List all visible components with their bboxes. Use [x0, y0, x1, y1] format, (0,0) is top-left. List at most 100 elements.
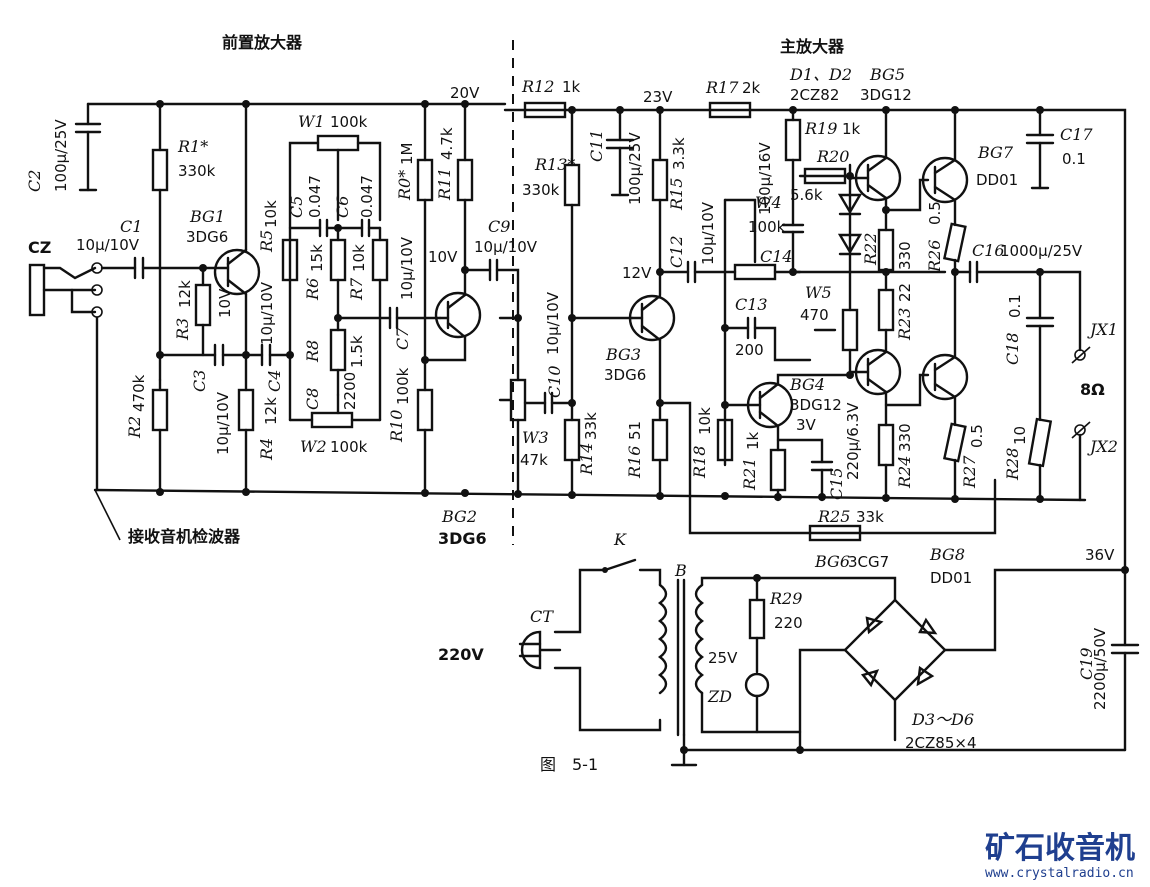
label-k: K — [613, 530, 627, 549]
label-r22-val: 330 — [896, 241, 914, 270]
label-c15-val: 220μ/6.3V — [844, 402, 862, 480]
label-b: B — [674, 561, 687, 580]
label-c2-val: 100μ/25V — [52, 119, 70, 192]
label-c12-ref: C12 — [667, 235, 686, 268]
label-c15-ref: C15 — [827, 467, 846, 500]
label-speaker: 8Ω — [1080, 380, 1105, 399]
input-jack-cz — [28, 262, 137, 541]
label-r4-val: 12k — [262, 397, 280, 425]
label-r5-ref: R5 — [257, 230, 276, 253]
label-c6-val: 0.047 — [358, 175, 376, 218]
label-r27-val: 0.5 — [968, 424, 986, 448]
label-d1d2-ref: D1、D2 — [789, 65, 852, 84]
resistor-r1-r2 — [151, 102, 169, 492]
voltage-20v: 20V — [450, 84, 480, 102]
label-r10-ref: R10 — [387, 410, 406, 443]
junction-dots — [156, 100, 1129, 754]
label-r26-val: 0.5 — [926, 201, 944, 225]
label-c1-ref: C1 — [120, 217, 142, 236]
power-rails — [86, 40, 1127, 572]
label-r21-val: 1k — [744, 431, 762, 450]
label-c3-ref: C3 — [190, 370, 209, 392]
label-bg6-val: 3CG7 — [848, 553, 889, 571]
label-w3-ref: W3 — [522, 428, 549, 447]
tone-network — [260, 134, 442, 429]
label-c5-val: 0.047 — [306, 175, 324, 218]
label-c6-ref: C6 — [333, 196, 352, 218]
label-c14-ref: C14 — [760, 247, 793, 266]
coupling-c10 — [523, 108, 634, 497]
label-r20-val: 5.6k — [790, 186, 823, 204]
voltage-25v: 25V — [708, 649, 738, 667]
label-c7-val: 10μ/10V — [398, 236, 416, 300]
bias-network — [791, 163, 947, 377]
label-r16-ref: R16 — [625, 446, 644, 479]
label-r19-ref: R19 — [804, 119, 837, 138]
label-w2-val: 100k — [330, 438, 368, 456]
label-c2-ref: C2 — [25, 170, 44, 192]
label-r8-ref: R8 — [303, 340, 322, 363]
label-c18-val: 0.1 — [1006, 294, 1024, 318]
voltage-10v-bg2: 10V — [428, 248, 458, 266]
label-r14-val: 33k — [582, 412, 600, 440]
label-c5-ref: C5 — [287, 196, 306, 218]
label-r3-val: 12k — [176, 280, 194, 308]
label-zd: ZD — [707, 687, 732, 706]
label-r28-ref: R28 — [1003, 448, 1022, 481]
voltage-36v: 36V — [1085, 546, 1115, 564]
label-c4-val: 10μ/10V — [258, 281, 276, 345]
label-r15-ref: R15 — [667, 178, 686, 211]
label-r19-val: 1k — [842, 120, 861, 138]
power-supply — [518, 558, 1140, 767]
label-r3-ref: R3 — [173, 318, 192, 341]
label-bg2-ref: BG2 — [441, 507, 477, 526]
label-r25-val: 33k — [856, 508, 884, 526]
label-c17-ref: C17 — [1060, 125, 1093, 144]
label-r13-val: 330k — [522, 181, 560, 199]
label-c19-val: 2200μ/50V — [1091, 627, 1109, 710]
label-r14-ref: R14 — [577, 443, 596, 476]
label-bg8-ref: BG8 — [929, 545, 965, 564]
label-r27-ref: R27 — [960, 455, 979, 489]
resistor-r17 — [708, 101, 752, 119]
label-r23-ref: R23 — [895, 308, 914, 341]
label-c11-ref: C11 — [587, 129, 606, 162]
main-amp-title: 主放大器 — [780, 37, 845, 56]
label-jx1: JX1 — [1087, 320, 1118, 339]
preamp-title: 前置放大器 — [222, 33, 303, 52]
label-r29-val: 220 — [774, 614, 803, 632]
label-c13-ref: C13 — [735, 295, 768, 314]
label-r21-ref: R21 — [740, 458, 759, 491]
label-bg5-ref: BG5 — [869, 65, 905, 84]
label-r12-ref: R12 — [521, 77, 554, 96]
label-r1-val: 330k — [178, 162, 216, 180]
output-network — [953, 108, 1091, 502]
label-r17-ref: R17 — [705, 78, 739, 97]
label-w3-val: 47k — [520, 451, 548, 469]
transistor-bg1 — [213, 102, 261, 492]
label-bg1-ref: BG1 — [189, 207, 225, 226]
label-r8-val: 1.5k — [348, 335, 366, 368]
label-r1-ref: R1* — [177, 137, 208, 156]
label-r18-ref: R18 — [690, 446, 709, 479]
label-r2-val: 470k — [130, 374, 148, 412]
resistor-r12 — [523, 101, 567, 119]
label-c16-val: 1000μ/25V — [1000, 242, 1083, 260]
label-r6-ref: R6 — [303, 278, 322, 301]
figure-caption: 图 5-1 — [540, 755, 598, 774]
label-r15-val: 3.3k — [670, 137, 688, 170]
label-r4-ref: R4 — [257, 438, 276, 461]
label-c4-ref: C4 — [265, 370, 284, 392]
transistor-bg2 — [416, 102, 527, 492]
watermark-url: www.crystalradio.cn — [985, 866, 1134, 881]
label-c19-ref: C19 — [1077, 647, 1096, 680]
label-r29-ref: R29 — [769, 589, 802, 608]
label-r13-ref: R13* — [534, 155, 575, 174]
label-r5-val: 10k — [262, 200, 280, 228]
label-bg3-ref: BG3 — [605, 345, 641, 364]
capacitor-c11 — [605, 108, 635, 197]
label-r6-val: 15k — [308, 244, 326, 272]
label-bg3-val: 3DG6 — [604, 366, 646, 384]
label-r26-ref: R26 — [925, 240, 944, 273]
